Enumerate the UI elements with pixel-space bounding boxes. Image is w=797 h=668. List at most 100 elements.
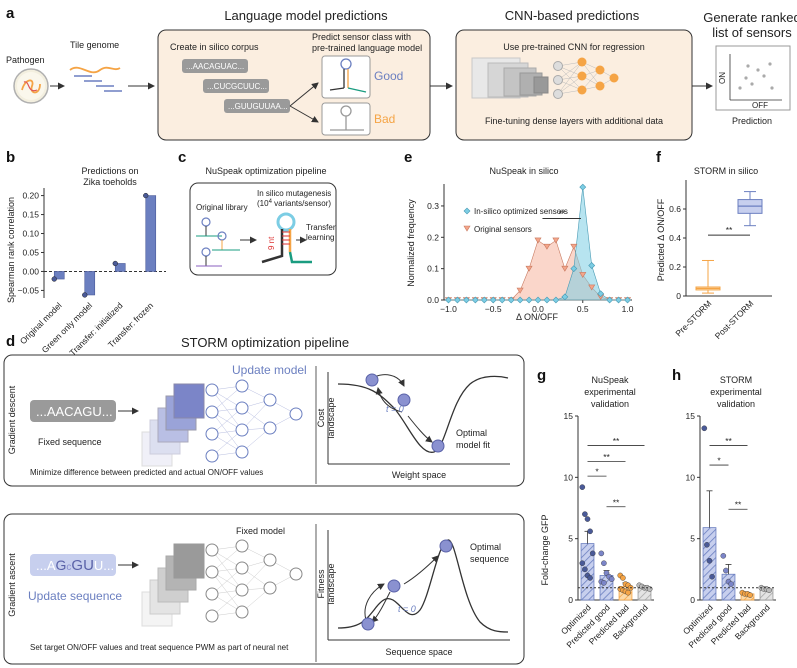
e-y-tick-label: 0.2 xyxy=(427,232,439,242)
pathogen-icon xyxy=(13,68,49,104)
e-x-tick-label: −1.0 xyxy=(440,304,457,314)
b-bar xyxy=(53,271,65,280)
e-title: NuSpeak in silico xyxy=(489,166,558,176)
e-point-original xyxy=(516,287,524,294)
mutagenesis-hairpin-icon xyxy=(261,212,312,264)
b-y-tick-label: 0.05 xyxy=(22,247,39,257)
panel-h: h STORM experimental validation 051015Op… xyxy=(672,367,776,650)
h-bar xyxy=(702,527,717,601)
b-y-tick-label: 0.20 xyxy=(22,191,39,201)
rank-title-2: list of sensors xyxy=(712,25,792,40)
gd-caption: Minimize difference between predicted an… xyxy=(30,468,263,477)
d-title: STORM optimization pipeline xyxy=(181,335,349,350)
g-title-1: NuSpeak xyxy=(591,375,629,385)
optimal-fit-label-2: model fit xyxy=(456,440,491,450)
g-sig-label: * xyxy=(595,467,599,477)
b-bar xyxy=(145,195,157,272)
tile-genome-label: Tile genome xyxy=(70,40,119,50)
bad-label: Bad xyxy=(374,112,395,126)
e-point-optimized xyxy=(454,296,461,304)
cost-landscape-plot xyxy=(327,372,510,465)
f-sig-label: ** xyxy=(726,225,733,235)
g-data-point xyxy=(601,560,607,567)
prediction-label: Prediction xyxy=(732,116,772,126)
b-y-tick-label: 0.00 xyxy=(22,266,39,276)
prediction-plot xyxy=(715,45,791,111)
panel-letter-b: b xyxy=(6,149,15,166)
h-data-point xyxy=(723,567,729,574)
transfer-label-1: Transfer xyxy=(306,223,336,232)
g-y-tick-label: 0 xyxy=(568,595,573,605)
e-y-tick-label: 0.1 xyxy=(427,264,439,274)
ga-label: Gradient ascent xyxy=(7,553,17,617)
h-sig-label: * xyxy=(717,456,721,466)
good-label: Good xyxy=(374,69,403,83)
sequence-space-label: Sequence space xyxy=(385,647,452,657)
e-point-optimized xyxy=(588,262,596,269)
panel-f: f STORM in silico Predicted Δ ON/OFF 00.… xyxy=(656,149,772,341)
library-hairpins-icon xyxy=(196,217,240,267)
e-point-optimized xyxy=(552,296,560,304)
optimal-seq-label-1: Optimal xyxy=(470,542,501,552)
e-xlabel: Δ ON/OFF xyxy=(516,312,559,322)
g-data-point xyxy=(582,511,588,517)
g-sig-label: ** xyxy=(613,497,620,507)
gd-sequence-box xyxy=(30,400,116,422)
nt9-label: 9 nt xyxy=(267,236,276,250)
panel-g: g NuSpeak experimental validation Fold-c… xyxy=(537,367,654,650)
b-title-1: Predictions on xyxy=(81,166,138,176)
e-point-original xyxy=(561,265,569,272)
weight-space-label: Weight space xyxy=(392,470,446,480)
gd-t0-label: t = 0 xyxy=(386,404,404,414)
e-x-tick-label: 0.0 xyxy=(532,304,544,314)
gd-label: Gradient descent xyxy=(7,385,17,454)
seq-2: ...CUCGCUUC... xyxy=(207,82,267,91)
panel-c: c NuSpeak optimization pipeline Original… xyxy=(178,149,337,276)
fitness-landscape-label-1: Fitness xyxy=(316,569,326,599)
e-y-tick-label: 0.0 xyxy=(427,295,439,305)
b-bar xyxy=(84,271,96,296)
e-x-tick-label: −0.5 xyxy=(485,304,502,314)
legend-optimized: In-silico optimized sensors xyxy=(474,207,568,216)
e-x-tick-label: 0.5 xyxy=(577,304,589,314)
e-point-original xyxy=(570,243,578,250)
predict-label-1: Predict sensor class with xyxy=(312,32,411,42)
h-data-point xyxy=(706,557,713,564)
e-point-original xyxy=(543,243,551,250)
mutagenesis-label-2: (104 variants/sensor) xyxy=(257,199,331,208)
pathogen-label: Pathogen xyxy=(6,55,45,65)
panel-b: b Predictions on Zika toeholds Spearman … xyxy=(6,149,166,358)
e-point-optimized xyxy=(507,296,515,304)
b-ylabel: Spearman rank correlation xyxy=(6,197,16,303)
c-box xyxy=(189,182,337,276)
g-y-tick-label: 5 xyxy=(568,534,573,544)
fixed-model-label: Fixed model xyxy=(236,526,285,536)
e-point-optimized xyxy=(543,296,551,304)
h-title-1: STORM xyxy=(720,375,752,385)
e-point-optimized xyxy=(498,296,506,304)
e-point-optimized xyxy=(624,296,631,304)
e-ylabel: Normalized frequency xyxy=(406,199,416,287)
e-point-original xyxy=(579,272,587,279)
legend-original: Original sensors xyxy=(474,225,532,234)
finetune-label: Fine-tuning dense layers with additional… xyxy=(485,116,663,126)
h-data-point xyxy=(728,581,734,587)
lm-title: Language model predictions xyxy=(224,8,388,23)
g-y-tick-label: 15 xyxy=(564,411,574,421)
panel-letter-h: h xyxy=(672,367,681,384)
g-data-point xyxy=(625,589,631,596)
g-y-tick-label: 10 xyxy=(564,472,574,482)
e-point-original xyxy=(525,265,533,272)
update-model-label: Update model xyxy=(232,363,307,377)
h-data-point xyxy=(766,587,772,593)
b-bar-point xyxy=(82,292,88,298)
fitness-landscape-label-2: landscape xyxy=(326,563,336,604)
e-point-optimized xyxy=(597,290,605,298)
g-data-point xyxy=(601,580,607,586)
transfer-label-2: learning xyxy=(306,233,334,242)
optimal-fit-label-1: Optimal xyxy=(456,428,487,438)
